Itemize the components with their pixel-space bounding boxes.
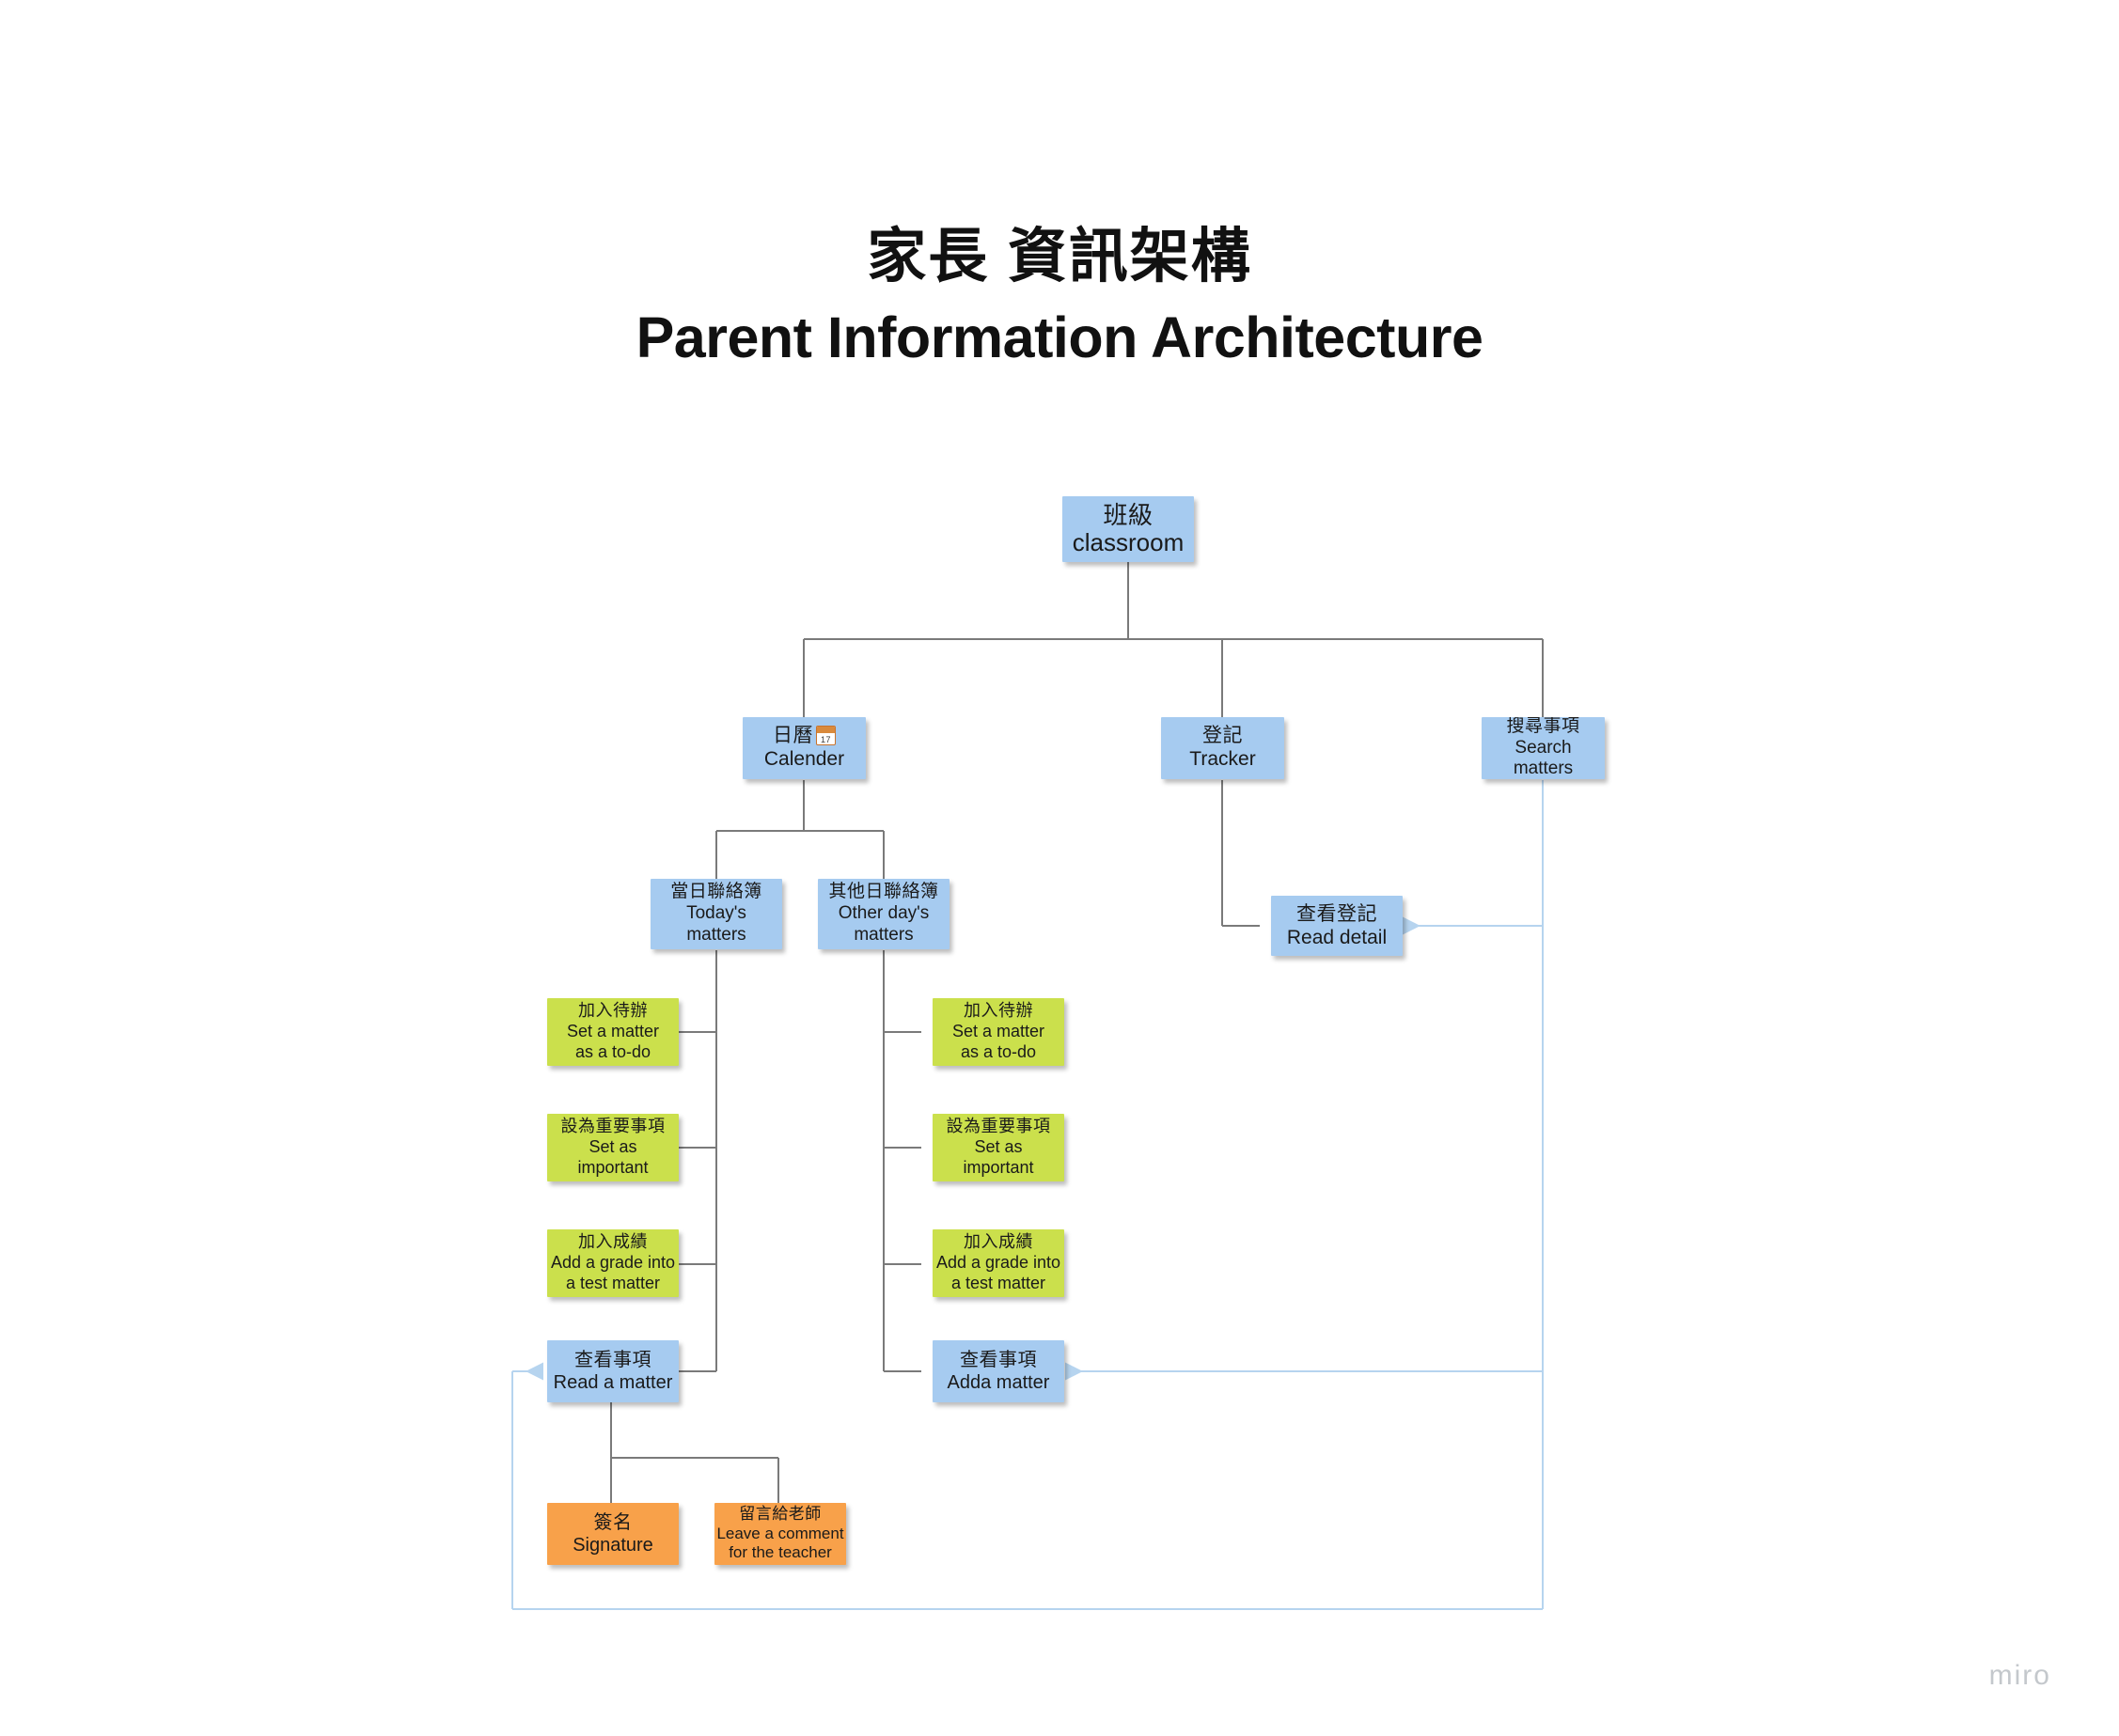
node-leave-comment-en2: for the teacher (729, 1543, 832, 1562)
node-add-grade-left-en2: a test matter (565, 1273, 661, 1292)
node-classroom[interactable]: 班級 classroom (1062, 496, 1194, 562)
node-add-grade-right-cjk: 加入成績 (964, 1232, 1033, 1252)
tree-edges (610, 562, 1544, 1503)
node-add-a-matter-en: Adda matter (947, 1372, 1050, 1393)
node-tracker-cjk: 登記 (1202, 725, 1243, 747)
node-set-important-right[interactable]: 設為重要事項 Set as important (933, 1114, 1064, 1181)
node-otherday-matters[interactable]: 其他日聯絡簿 Other day's matters (818, 879, 950, 949)
node-classroom-en: classroom (1072, 528, 1185, 556)
node-set-todo-right-en2: as a to-do (960, 1041, 1037, 1061)
node-set-important-left-en1: Set as (589, 1137, 637, 1157)
page-title-en: Parent Information Architecture (636, 305, 1483, 369)
node-search-matters[interactable]: 搜尋事項 Search matters (1482, 717, 1605, 779)
node-set-todo-right-en1: Set a matter (951, 1022, 1045, 1041)
node-set-todo-left-en2: as a to-do (574, 1041, 651, 1061)
calendar-icon: 17 (816, 726, 836, 746)
node-read-detail[interactable]: 查看登記 Read detail (1271, 896, 1403, 956)
node-add-a-matter[interactable]: 查看事項 Adda matter (933, 1340, 1064, 1402)
node-tracker[interactable]: 登記 Tracker (1161, 717, 1284, 779)
node-add-grade-left-en1: Add a grade into (550, 1253, 676, 1273)
node-set-important-right-en1: Set as (974, 1137, 1023, 1157)
node-signature-en: Signature (573, 1535, 653, 1556)
node-search-matters-en2: matters (1513, 759, 1574, 779)
page-title-cjk: 家長 資訊架構 (867, 224, 1252, 289)
node-set-todo-left-cjk: 加入待辦 (578, 1001, 648, 1021)
node-add-grade-left-cjk: 加入成績 (578, 1232, 648, 1252)
node-search-matters-cjk: 搜尋事項 (1506, 717, 1580, 737)
node-signature-cjk: 簽名 (593, 1512, 633, 1533)
node-calender-cjk-text: 日曆 (773, 725, 813, 747)
miro-watermark: miro (1988, 1660, 2051, 1691)
node-search-matters-en1: Search (1515, 737, 1572, 758)
node-set-important-right-en2: important (963, 1157, 1034, 1177)
node-set-todo-left-en1: Set a matter (566, 1022, 660, 1041)
node-otherday-matters-en2: matters (854, 924, 914, 945)
calendar-icon-day: 17 (820, 735, 831, 745)
node-set-important-right-cjk: 設為重要事項 (946, 1117, 1051, 1136)
node-set-todo-right-cjk: 加入待辦 (964, 1001, 1033, 1021)
node-set-important-left[interactable]: 設為重要事項 Set as important (547, 1114, 679, 1181)
node-calender-cjk: 日曆 17 (773, 725, 836, 748)
node-set-important-left-cjk: 設為重要事項 (560, 1117, 666, 1136)
node-set-important-left-en2: important (577, 1157, 649, 1177)
node-otherday-matters-en1: Other day's (838, 903, 930, 924)
node-add-grade-left[interactable]: 加入成績 Add a grade into a test matter (547, 1229, 679, 1297)
node-read-detail-cjk: 查看登記 (1296, 902, 1377, 925)
node-tracker-en: Tracker (1189, 748, 1256, 770)
node-todays-matters-cjk: 當日聯絡簿 (670, 882, 762, 902)
node-todays-matters[interactable]: 當日聯絡簿 Today's matters (651, 879, 782, 949)
node-todays-matters-en2: matters (686, 924, 746, 945)
node-otherday-matters-cjk: 其他日聯絡簿 (828, 882, 939, 902)
node-add-grade-right[interactable]: 加入成績 Add a grade into a test matter (933, 1229, 1064, 1297)
node-leave-comment[interactable]: 留言給老師 Leave a comment for the teacher (714, 1503, 846, 1565)
node-read-a-matter-cjk: 查看事項 (574, 1350, 651, 1370)
page-title: 家長 資訊架構 Parent Information Architecture (0, 224, 2119, 369)
node-leave-comment-en1: Leave a comment (716, 1524, 844, 1542)
node-read-a-matter[interactable]: 查看事項 Read a matter (547, 1340, 679, 1402)
node-classroom-cjk: 班級 (1103, 500, 1154, 529)
node-todays-matters-en1: Today's (686, 903, 746, 924)
node-add-a-matter-cjk: 查看事項 (960, 1350, 1037, 1370)
node-read-detail-en: Read detail (1286, 927, 1388, 948)
node-read-a-matter-en: Read a matter (553, 1372, 673, 1393)
node-set-todo-left[interactable]: 加入待辦 Set a matter as a to-do (547, 998, 679, 1066)
node-add-grade-right-en1: Add a grade into (935, 1253, 1061, 1273)
node-set-todo-right[interactable]: 加入待辦 Set a matter as a to-do (933, 998, 1064, 1066)
node-add-grade-right-en2: a test matter (950, 1273, 1046, 1292)
node-signature[interactable]: 簽名 Signature (547, 1503, 679, 1565)
node-leave-comment-cjk: 留言給老師 (739, 1504, 822, 1523)
node-calender-en: Calender (763, 748, 845, 770)
node-calender[interactable]: 日曆 17 Calender (743, 717, 866, 779)
